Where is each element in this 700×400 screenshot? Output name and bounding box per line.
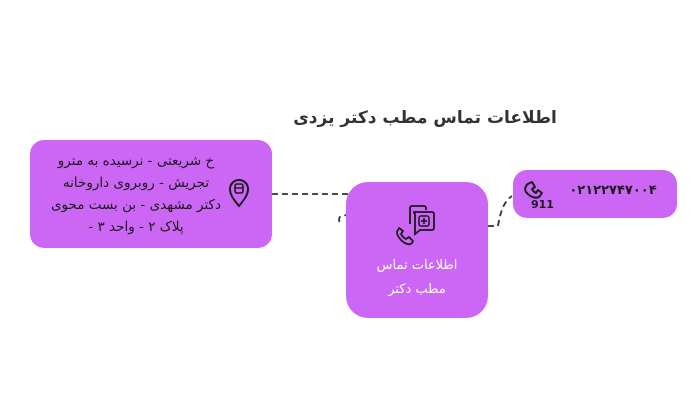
icon-911-label: 911 (531, 198, 554, 210)
center-label-line: مطب دکتر (388, 282, 446, 297)
phone-number[interactable]: ۰۲۱۲۲۷۴۷۰۰۴ (569, 183, 657, 198)
connector-phone (488, 195, 513, 227)
center-node[interactable]: اطلاعات تماس مطب دکتر (346, 182, 488, 318)
phone-node[interactable]: 911 ۰۲۱۲۲۷۴۷۰۰۴ (513, 170, 677, 218)
phone-911-icon: 911 (524, 181, 554, 210)
address-line: دکتر مشهدی - بن بست محوی (50, 197, 221, 213)
center-label-line: اطلاعات تماس (376, 258, 458, 273)
address-line: پلاک ۲ - واحد ۳ - (88, 219, 184, 235)
address-text: خ شریعتی - نرسیده به مترو تجریش - روبروی… (36, 150, 236, 238)
map-pin-bus-icon (228, 179, 250, 208)
phone-medical-chat-icon (396, 205, 435, 246)
address-node[interactable]: خ شریعتی - نرسیده به مترو تجریش - روبروی… (30, 140, 272, 248)
center-label: اطلاعات تماس مطب دکتر (346, 254, 488, 302)
diagram-title: اطلاعات تماس مطب دکتر یزدی (293, 108, 557, 128)
address-line: تجریش - روبروی داروخانه (62, 175, 210, 191)
address-line: خ شریعتی - نرسیده به مترو (57, 153, 215, 169)
